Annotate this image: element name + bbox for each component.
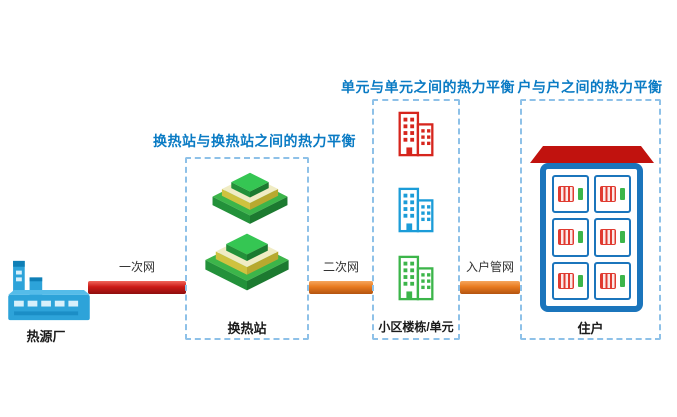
house-body-icon [540, 163, 643, 312]
residents-label: 住户 [577, 321, 604, 336]
door-icon [620, 231, 625, 244]
apartment-room [552, 218, 589, 257]
exchange-platform-icon-bottom [194, 226, 300, 296]
station-balance-title: 换热站与换热站之间的热力平衡 [153, 133, 356, 149]
secondary-network-pipe [309, 281, 373, 294]
radiator-icon [600, 272, 616, 289]
radiator-icon [558, 272, 574, 289]
primary-network-pipe [88, 281, 186, 294]
secondary-network-label: 二次网 [322, 260, 359, 274]
residents-box [520, 99, 661, 340]
apartment-room [594, 261, 631, 300]
door-icon [578, 188, 583, 201]
apartment-room [594, 218, 631, 257]
building-icon-green [394, 254, 438, 302]
apartment-room [552, 175, 589, 214]
house-roof-icon [530, 146, 654, 163]
household-network-label: 入户管网 [465, 260, 514, 274]
door-icon [620, 188, 625, 201]
radiator-icon [600, 229, 616, 246]
station-box [185, 157, 309, 340]
door-icon [578, 274, 583, 287]
primary-network-label: 一次网 [118, 260, 155, 274]
radiator-icon [558, 186, 574, 203]
radiator-icon [558, 229, 574, 246]
door-icon [620, 274, 625, 287]
radiator-icon [600, 186, 616, 203]
unit-balance-title: 单元与单元之间的热力平衡 [341, 79, 515, 95]
station-label: 换热站 [227, 321, 267, 336]
heat-source-factory-icon [6, 258, 92, 324]
apartment-room [594, 175, 631, 214]
community-box [372, 99, 460, 340]
household-balance-title: 户与户之间的热力平衡 [517, 79, 663, 95]
building-icon-blue [394, 186, 438, 234]
building-icon-red [394, 110, 438, 158]
community-label: 小区楼栋/单元 [378, 320, 454, 334]
exchange-platform-icon-top [202, 166, 298, 229]
door-icon [578, 231, 583, 244]
heat-source-label: 热源厂 [26, 329, 66, 344]
household-network-pipe [460, 281, 520, 294]
apartment-room [552, 261, 589, 300]
